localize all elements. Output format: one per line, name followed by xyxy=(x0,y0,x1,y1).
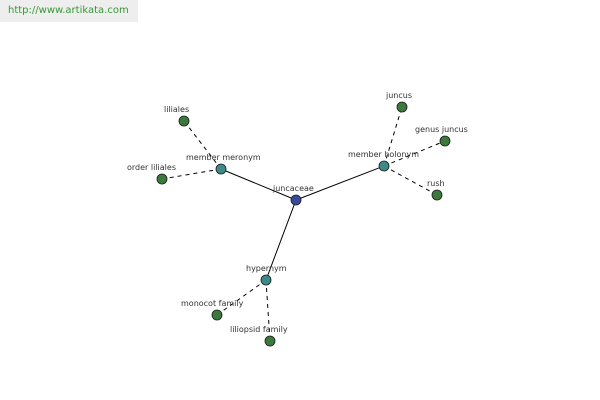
node-hypernym[interactable] xyxy=(260,274,272,286)
edge-member-meronym-order-liliales xyxy=(161,168,222,180)
node-genus-juncus[interactable] xyxy=(439,135,451,147)
edge-center-member-meronym xyxy=(220,168,297,201)
edge-member-holonym-rush xyxy=(383,165,438,196)
label-genus-juncus[interactable]: genus juncus xyxy=(415,125,468,134)
site-url-link[interactable]: http://www.artikata.com xyxy=(8,5,129,16)
edge-hypernym-monocot-family xyxy=(216,279,267,316)
node-member-meronym[interactable] xyxy=(215,163,227,175)
edge-member-holonym-juncus xyxy=(383,106,403,167)
label-member-holonym[interactable]: member holonym xyxy=(348,150,419,159)
label-juncus[interactable]: juncus xyxy=(385,91,412,100)
node-liliopsid-family[interactable] xyxy=(264,335,276,347)
node-order-liliales[interactable] xyxy=(156,173,168,185)
label-liliopsid-family[interactable]: liliopsid family xyxy=(230,325,288,334)
edge-center-hypernym xyxy=(265,199,297,281)
node-rush[interactable] xyxy=(431,189,443,201)
label-member-meronym[interactable]: member meronym xyxy=(186,153,261,162)
graph-labels: juncaceae member meronym liliales order lil… xyxy=(127,91,468,334)
edge-hypernym-liliopsid-family xyxy=(265,279,271,342)
edge-member-holonym-genus-juncus xyxy=(383,140,446,167)
node-liliales[interactable] xyxy=(178,115,190,127)
graph-edges xyxy=(161,106,446,342)
graph-nodes xyxy=(156,101,451,347)
edge-member-meronym-liliales xyxy=(183,120,222,170)
label-liliales[interactable]: liliales xyxy=(164,105,189,114)
node-member-holonym[interactable] xyxy=(378,160,390,172)
label-rush[interactable]: rush xyxy=(427,179,445,188)
node-juncus[interactable] xyxy=(396,101,408,113)
node-monocot-family[interactable] xyxy=(211,309,223,321)
label-monocot-family[interactable]: monocot family xyxy=(181,299,244,308)
edge-center-member-holonym xyxy=(295,165,385,201)
label-hypernym[interactable]: hypernym xyxy=(246,264,287,273)
label-juncaceae[interactable]: juncaceae xyxy=(272,184,314,193)
url-banner: http://www.artikata.com xyxy=(0,0,138,22)
label-order-liliales[interactable]: order liliales xyxy=(127,163,176,172)
node-juncaceae[interactable] xyxy=(290,194,302,206)
